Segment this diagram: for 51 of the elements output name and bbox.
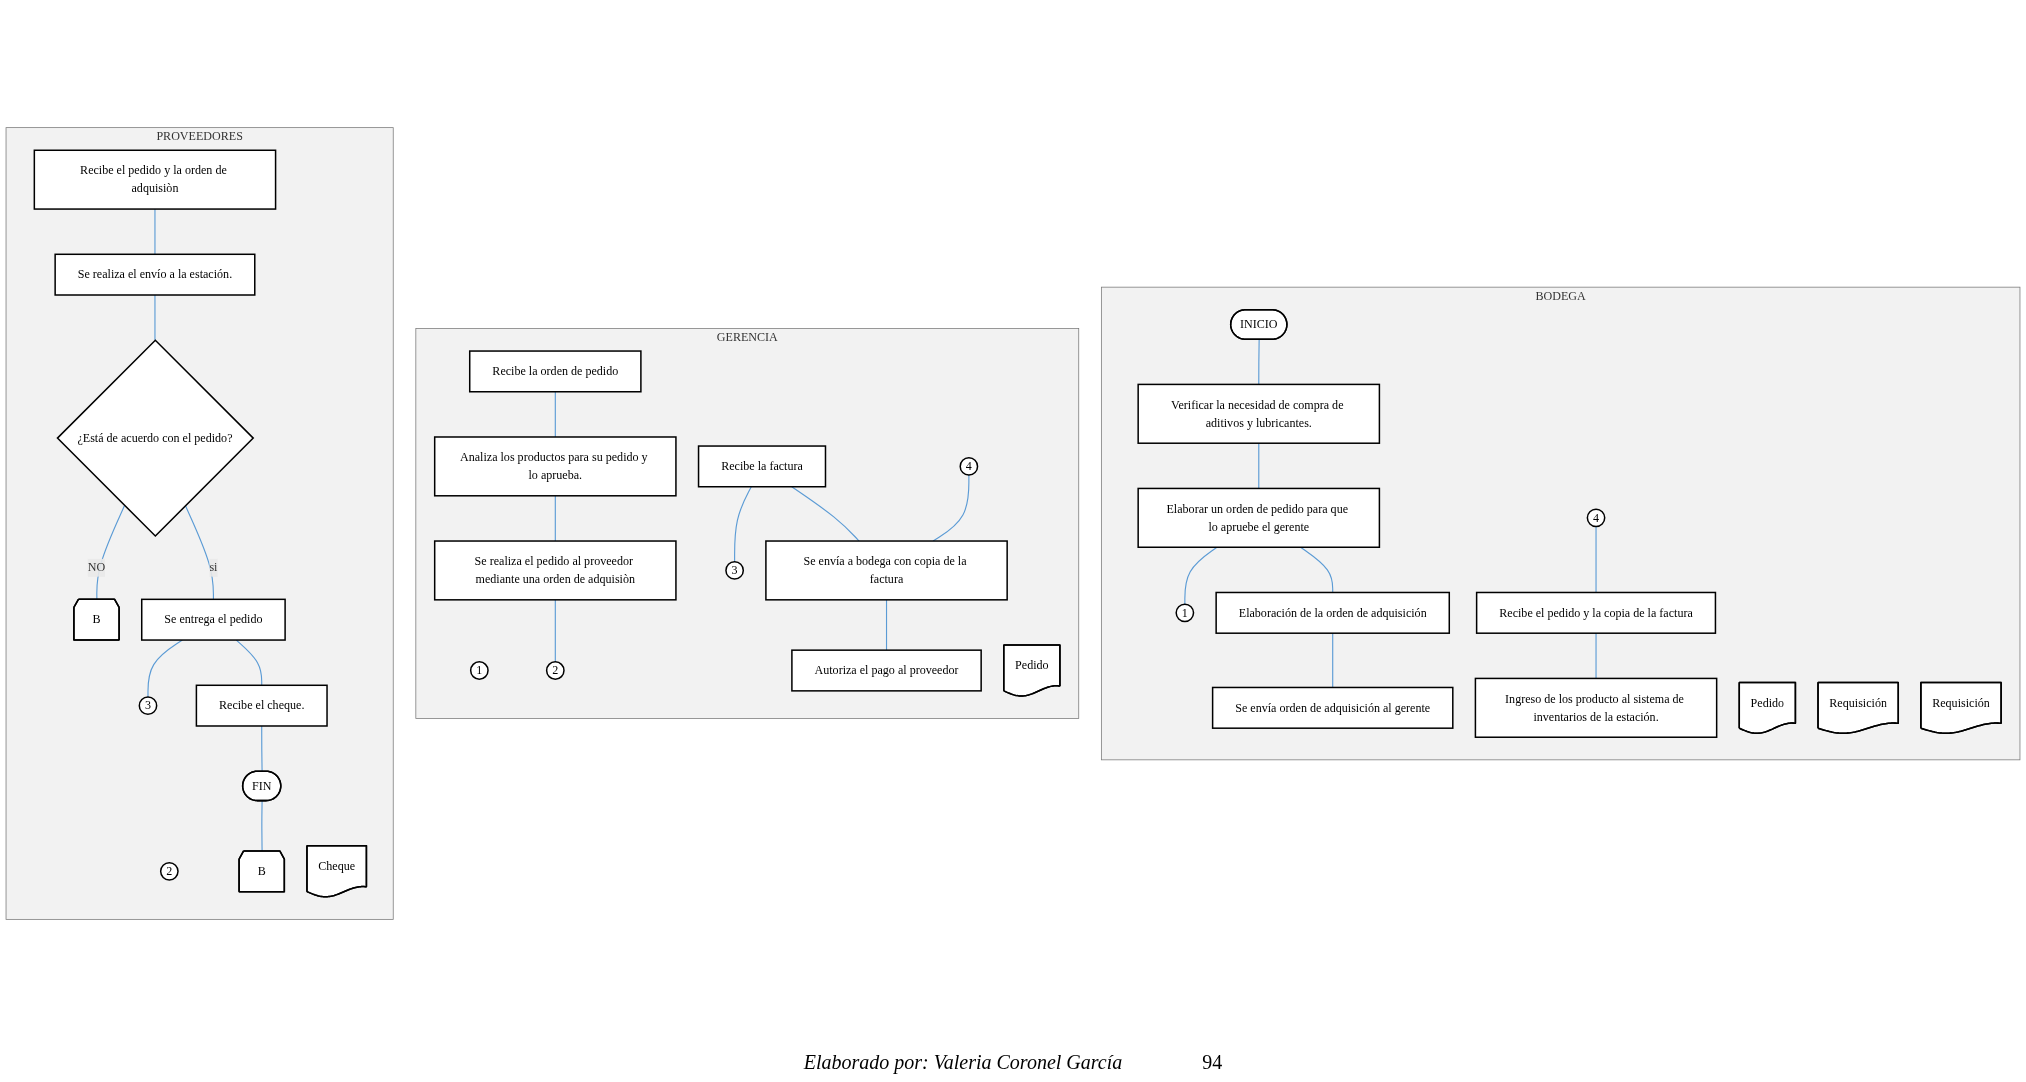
connector: [96, 505, 126, 601]
connector: [791, 486, 860, 542]
node-box: Recibe el pedido y la copia de la factura: [1475, 591, 1717, 634]
connector: [261, 800, 263, 852]
connector: [734, 486, 752, 563]
node-box: Analiza los productos para su pedido y lo aprueba.: [433, 436, 677, 497]
node-box: Verificar la necesidad de compra de aditivos y lubricantes.: [1137, 383, 1381, 444]
connector: [554, 391, 556, 438]
connector: [554, 599, 556, 663]
node-box: Recibe la factura: [697, 445, 827, 488]
node-circle: 2: [159, 861, 179, 881]
connector: [154, 294, 156, 341]
node-circle: 3: [725, 561, 745, 580]
node-box: Se realiza el pedido al proveedor mediante una orden de adquisiòn: [433, 540, 677, 601]
connector: [1595, 632, 1597, 679]
edge-label: NO: [87, 560, 106, 574]
node-box: Se entrega el pedido: [140, 598, 286, 641]
node-box: Recibe el pedido y la orden de adquisiòn: [33, 149, 277, 210]
connector: [235, 639, 263, 686]
connector: [1332, 632, 1334, 689]
node-box: Ingreso de los producto al sistema de inventarios de la estación.: [1474, 677, 1718, 738]
node-box: Recibe el cheque.: [195, 684, 328, 727]
connector: [1300, 546, 1334, 594]
connector: [261, 725, 263, 773]
node-circle: 1: [469, 661, 489, 680]
node-circle: 4: [1586, 508, 1606, 528]
node-box: Elaborar un orden de pedido para que lo apruebe el gerente: [1137, 487, 1381, 548]
connector: [1184, 546, 1218, 605]
connector: [1258, 442, 1260, 489]
connector: [154, 208, 156, 255]
node-box: Autoriza el pago al proveedor: [791, 649, 982, 692]
node-circle: 3: [138, 696, 158, 716]
node-circle: 1: [1175, 603, 1195, 623]
node-circle: 2: [545, 661, 565, 680]
node-box: Se envía a bodega con copia de la factura: [765, 540, 1008, 601]
connector: [184, 505, 214, 600]
caption: Elaborado por: Valeria Coronel García: [803, 1051, 1123, 1074]
node-diamond: ¿Está de acuerdo con el pedido?: [56, 339, 255, 538]
connector: [1595, 525, 1597, 594]
connector: [554, 495, 556, 542]
connector: [1258, 339, 1260, 385]
edge-label: si: [209, 560, 218, 574]
node-box: Recibe la orden de pedido: [468, 350, 642, 393]
connector: [932, 474, 970, 542]
node-box: Elaboración de la orden de adquisición: [1215, 591, 1451, 634]
page-number: 94: [1202, 1051, 1223, 1074]
node-circle: 4: [959, 456, 979, 476]
connector: [885, 599, 888, 651]
connector: [147, 639, 183, 698]
node-box: Se realiza el envío a la estación.: [54, 253, 256, 296]
node-box: Se envía orden de adquisición al gerente: [1211, 686, 1454, 729]
